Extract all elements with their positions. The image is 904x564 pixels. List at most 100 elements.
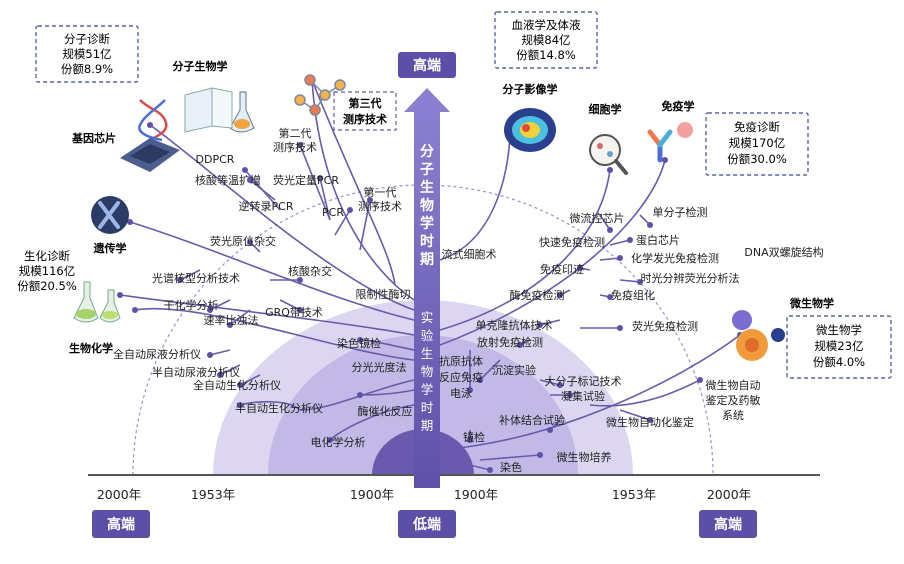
category-cell: 细胞学 (589, 102, 622, 116)
label-stain: 染色 (500, 460, 522, 474)
node-dots (117, 77, 743, 473)
microbe-icon (732, 310, 785, 361)
callout-molecular-dx: 分子诊断 规模51亿 份额8.9% (35, 25, 139, 83)
book-icon (184, 87, 233, 133)
svg-text:高端: 高端 (714, 516, 742, 533)
svg-text:份额8.9%: 份额8.9% (61, 62, 113, 76)
category-biochem: 生物化学 (69, 341, 113, 355)
svg-text:份额30.0%: 份额30.0% (727, 152, 787, 166)
svg-text:生化诊断: 生化诊断 (24, 249, 70, 263)
label-antigen-a: 抗原抗体 (439, 354, 483, 368)
label-auto-urine: 全自动尿液分析仪 (113, 347, 201, 361)
label-flow: 流式细胞术 (442, 247, 497, 261)
magnifier-icon (589, 134, 628, 175)
label-micro-auto: 微生物自动化鉴定 (606, 415, 694, 429)
trunk-char: 物 (420, 197, 434, 214)
svg-text:分子诊断: 分子诊断 (64, 32, 110, 46)
label-grq: GRQ带技术 (265, 306, 323, 319)
svg-text:规模116亿: 规模116亿 (19, 264, 75, 278)
trunk-char: 验 (421, 328, 434, 343)
trunk-lower-text: 实 验 生 物 学 时 期 (421, 310, 434, 433)
svg-text:高端: 高端 (107, 516, 135, 533)
label-gen2-a: 第二代 (279, 126, 312, 140)
svg-text:第三代: 第三代 (349, 96, 382, 110)
label-gen1-b: 测序技术 (358, 199, 402, 213)
trunk-arrow-shaft (414, 108, 440, 488)
label-fish: 荧光原位杂交 (210, 234, 276, 248)
badge-center-bottom: 低端 (398, 510, 456, 538)
label-single-mol: 单分子检测 (653, 205, 708, 219)
label-microfluidic: 微流控芯片 (570, 211, 625, 225)
label-enzyme: 酶催化反应 (358, 404, 413, 418)
svg-text:份额20.5%: 份额20.5% (17, 279, 77, 293)
callout-micro: 微生物学 规模23亿 份额4.0% (786, 315, 892, 379)
trunk-char: 生 (420, 179, 434, 196)
outer-dashed-arc (132, 184, 714, 476)
label-isothermal: 核酸等温扩增 (195, 173, 261, 187)
category-gene-chip: 基因芯片 (71, 131, 116, 145)
label-hybrid: 核酸杂交 (288, 264, 332, 278)
svg-text:高端: 高端 (413, 57, 441, 74)
trunk-char: 分 (420, 144, 434, 160)
label-protein-chip: 蛋白芯片 (636, 233, 680, 247)
category-imaging: 分子影像学 (503, 82, 558, 96)
flask-icon (229, 91, 255, 133)
trunk-arrow-head (404, 88, 450, 112)
label-mab: 单克隆抗体技术 (476, 318, 553, 332)
svg-text:低端: 低端 (412, 516, 441, 533)
category-genetics: 遗传学 (93, 241, 127, 255)
left-tech-labels: 第二代 测序技术 DDPCR 核酸等温扩增 荧光定量PCR 第一代 测序技术 逆… (113, 126, 413, 449)
badge-center-top: 高端 (398, 52, 456, 78)
svg-text:规模23亿: 规模23亿 (814, 339, 863, 353)
svg-text:规模170亿: 规模170亿 (729, 136, 785, 150)
dna-helix-icon (138, 99, 168, 142)
svg-text:免疫诊断: 免疫诊断 (734, 120, 780, 134)
label-micro-auto-id-b: 鉴定及药敏 (706, 393, 761, 407)
trunk-char: 期 (420, 252, 434, 268)
lab-flasks-icon (73, 281, 121, 323)
right-branches (439, 129, 741, 471)
chromosome-icon (91, 196, 129, 234)
label-ddpcr: DDPCR (196, 153, 235, 166)
year-label: 1953年 (612, 487, 656, 502)
year-label: 2000年 (707, 487, 751, 502)
label-stain-micro: 染色镜检 (337, 336, 381, 350)
label-electro: 电化学分析 (311, 435, 366, 449)
label-dna: DNA双螺旋结构 (744, 245, 823, 259)
right-tech-labels: 流式细胞术 微流控芯片 快速免疫检测 单分子检测 蛋白芯片 化学发光免疫检测 D… (439, 205, 824, 474)
label-gen2-b: 测序技术 (273, 140, 317, 154)
trunk-char: 时 (421, 400, 434, 415)
label-semi-bio: 半自动生化分析仪 (235, 401, 323, 415)
antibody-icon (647, 122, 693, 163)
label-auto-bio: 全自动生化分析仪 (193, 378, 281, 392)
year-labels: 2000年 1953年 1900年 1900年 1953年 2000年 (97, 487, 751, 502)
label-rate: 速率比浊法 (204, 313, 259, 327)
svg-text:份额14.8%: 份额14.8% (516, 48, 576, 62)
label-qpcr: 荧光定量PCR (273, 173, 339, 187)
brain-imaging-icon (504, 108, 556, 152)
svg-text:血液学及体液: 血液学及体液 (512, 18, 581, 32)
chip-icon (120, 138, 180, 172)
label-microscopy: 镜检 (463, 430, 485, 444)
label-antigen-b: 反应免疫 (439, 370, 483, 384)
label-rflp: 限制性酶切 (356, 287, 411, 301)
label-precip: 沉淀实验 (492, 363, 536, 377)
label-spectro: 分光光度法 (352, 360, 407, 374)
label-agglut: 凝集试验 (561, 389, 605, 403)
category-seq-box: 第三代 测序技术 (333, 91, 397, 131)
trunk-char: 学 (420, 215, 434, 232)
svg-text:测序技术: 测序技术 (343, 112, 387, 126)
trunk-char: 学 (421, 382, 434, 397)
label-culture: 微生物培养 (557, 450, 612, 464)
year-label: 1953年 (191, 487, 235, 502)
label-micro-auto-id-c: 系统 (722, 409, 744, 422)
label-karyotype: 光谱核型分析技术 (152, 271, 240, 285)
label-eia: 酶免疫检测 (510, 288, 565, 302)
label-immuno-blot: 免疫印迹 (540, 262, 584, 276)
label-dry-chem: 干化学分析 (164, 298, 219, 312)
label-chemilum: 化学发光免疫检测 (631, 251, 719, 265)
trunk-char: 时 (420, 233, 434, 250)
trunk-char: 期 (421, 418, 434, 433)
label-ria: 放射免疫检测 (477, 335, 543, 349)
